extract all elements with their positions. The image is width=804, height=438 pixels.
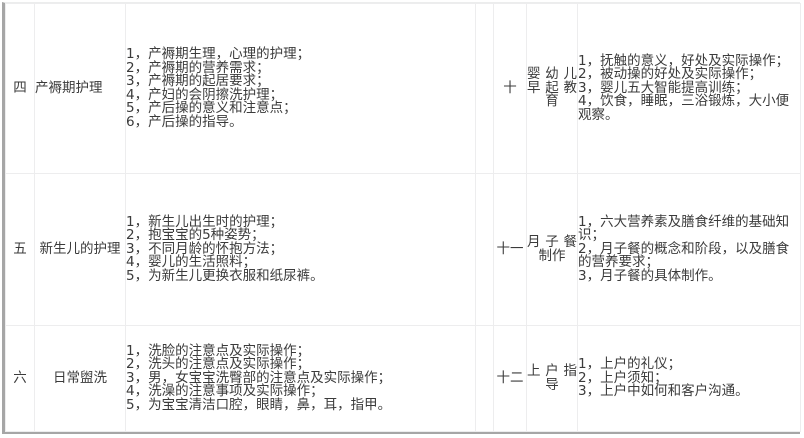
curriculum-table: 四 产褥期护理 1，产褥期生理，心理的护理； 2，产褥期的营养需求； 3，产褥期… — [5, 3, 801, 432]
table-row: 六 日常盥洗 1，洗脸的注意点及实际操作； 2，洗头的注意点及实际操作； 3，男… — [5, 325, 801, 432]
row-detail-right: 1，抚触的意义，好处及实际操作； 2，被动操的好处及实际操作； 3，婴儿五大智能… — [577, 3, 801, 174]
row-detail-left: 1，洗脸的注意点及实际操作； 2，洗头的注意点及实际操作； 3，男，女宝宝洗臀部… — [125, 325, 476, 432]
row-index-right: 十一 — [493, 173, 527, 326]
row-topic-left: 产褥期护理 — [34, 3, 126, 174]
column-gap — [475, 325, 494, 432]
row-detail-left: 1，产褥期生理，心理的护理； 2，产褥期的营养需求； 3，产褥期的起居要求； 4… — [125, 3, 476, 174]
row-index-right: 十 — [493, 3, 527, 174]
column-gap — [475, 173, 494, 326]
row-topic-left: 日常盥洗 — [34, 325, 126, 432]
row-topic-right: 月子餐制作 — [526, 173, 578, 326]
row-detail-right: 1，六大营养素及膳食纤维的基础知识； 2，月子餐的概念和阶段，以及膳食的营养要求… — [577, 173, 801, 326]
row-detail-left: 1，新生儿出生时的护理； 2，抱宝宝的5种姿势； 3，不同月龄的怀抱方法； 4，… — [125, 173, 476, 326]
row-index-left: 四 — [5, 3, 35, 174]
column-gap — [475, 3, 494, 174]
table-row: 四 产褥期护理 1，产褥期生理，心理的护理； 2，产褥期的营养需求； 3，产褥期… — [5, 3, 801, 174]
row-index-left: 六 — [5, 325, 35, 432]
row-index-right: 十二 — [493, 325, 527, 432]
table-row: 五 新生儿的护理 1，新生儿出生时的护理； 2，抱宝宝的5种姿势； 3，不同月龄… — [5, 173, 801, 326]
row-topic-right: 上户指导 — [526, 325, 578, 432]
row-topic-left: 新生儿的护理 — [34, 173, 126, 326]
row-topic-right: 婴幼儿早起教育 — [526, 3, 578, 174]
row-index-left: 五 — [5, 173, 35, 326]
row-detail-right: 1，上户的礼仪； 2，上户须知； 3，上户中如何和客户沟通。 — [577, 325, 801, 432]
